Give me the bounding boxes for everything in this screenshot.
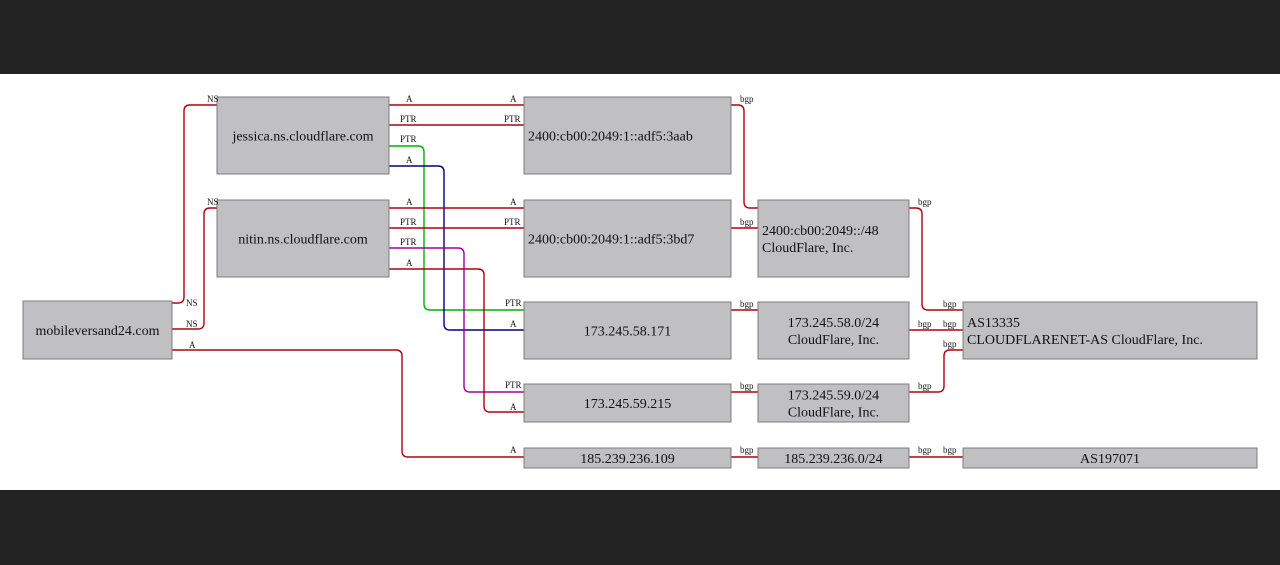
edge-label: PTR <box>400 237 417 247</box>
node-domain[interactable]: mobileversand24.com <box>22 300 173 360</box>
edge-label: bgp <box>740 299 754 309</box>
node-box <box>22 300 173 360</box>
edge-label: PTR <box>400 114 417 124</box>
edge-label: A <box>510 319 517 329</box>
node-box <box>757 447 910 469</box>
node-ip4a[interactable]: 173.245.58.171 <box>523 301 732 360</box>
edge-dom-ns1 <box>172 104 217 304</box>
node-ip6a[interactable]: 2400:cb00:2049:1::adf5:3aab <box>523 96 732 175</box>
edge-label: bgp <box>943 299 957 309</box>
node-ns2[interactable]: nitin.ns.cloudflare.com <box>216 199 390 278</box>
edge-label: bgp <box>918 445 932 455</box>
edge-label: bgp <box>918 381 932 391</box>
edge-label: PTR <box>400 217 417 227</box>
node-box <box>523 199 732 278</box>
edge-pfx6-as1 <box>909 207 963 311</box>
edge-label: bgp <box>918 197 932 207</box>
node-label: CLOUDFLARENET-AS CloudFlare, Inc. <box>967 333 1203 348</box>
node-label: CloudFlare, Inc. <box>762 241 853 256</box>
node-label: mobileversand24.com <box>35 324 159 339</box>
node-label: jessica.ns.cloudflare.com <box>231 130 373 145</box>
diagram-canvas: mobileversand24.com jessica.ns.cloudflare… <box>0 74 1280 490</box>
edge-label: PTR <box>504 114 521 124</box>
node-box <box>523 447 732 469</box>
edge-label: bgp <box>943 445 957 455</box>
edge-label: PTR <box>505 298 522 308</box>
edge-label: A <box>406 155 413 165</box>
node-label: 173.245.58.0/24 <box>788 316 879 331</box>
edge-label: bgp <box>740 381 754 391</box>
edge-label: bgp <box>918 319 932 329</box>
node-box <box>216 96 390 175</box>
edge-dom-ip4c <box>172 349 524 458</box>
node-box <box>962 447 1258 469</box>
node-label: CloudFlare, Inc. <box>788 333 879 348</box>
node-pfx4c[interactable]: 185.239.236.0/24 <box>757 447 910 469</box>
node-label: 2400:cb00:2049::/48 <box>762 224 879 239</box>
edge-label: A <box>189 340 196 350</box>
node-ip4b[interactable]: 173.245.59.215 <box>523 383 732 423</box>
node-label: AS13335 <box>967 316 1020 331</box>
node-label: 2400:cb00:2049:1::adf5:3bd7 <box>528 233 694 248</box>
edge-label: A <box>510 402 517 412</box>
network-diagram: mobileversand24.com jessica.ns.cloudflare… <box>22 94 1258 469</box>
node-box <box>523 383 732 423</box>
node-box <box>757 383 910 423</box>
node-box <box>523 96 732 175</box>
node-ip6b[interactable]: 2400:cb00:2049:1::adf5:3bd7 <box>523 199 732 278</box>
node-label: CloudFlare, Inc. <box>788 406 879 421</box>
edge-dom-ns2 <box>172 207 217 330</box>
edge-ns2-ip4b-a <box>389 268 524 413</box>
node-ns1[interactable]: jessica.ns.cloudflare.com <box>216 96 390 175</box>
edge-label: NS <box>207 94 219 104</box>
edge-label: bgp <box>740 445 754 455</box>
node-box <box>216 199 390 278</box>
edge-label: NS <box>207 197 219 207</box>
node-box <box>757 301 910 360</box>
edge-label: A <box>406 258 413 268</box>
node-label: 185.239.236.109 <box>580 452 675 467</box>
edge-label: A <box>510 197 517 207</box>
edge-label: A <box>406 94 413 104</box>
edge-label: PTR <box>505 380 522 390</box>
node-box <box>757 199 910 278</box>
node-ip4c[interactable]: 185.239.236.109 <box>523 447 732 469</box>
node-label: 173.245.58.171 <box>584 325 672 340</box>
node-label: 173.245.59.0/24 <box>788 389 879 404</box>
node-label: nitin.ns.cloudflare.com <box>238 233 368 248</box>
node-box <box>523 301 732 360</box>
edge-label: PTR <box>400 134 417 144</box>
edge-label: bgp <box>943 319 957 329</box>
edge-label: NS <box>186 319 198 329</box>
node-label: 173.245.59.215 <box>584 397 672 412</box>
node-label: 185.239.236.0/24 <box>784 452 882 467</box>
node-as2[interactable]: AS197071 <box>962 447 1258 469</box>
edge-label: A <box>510 94 517 104</box>
node-label: 2400:cb00:2049:1::adf5:3aab <box>528 130 693 145</box>
edge-pfx4b-as1 <box>909 349 963 393</box>
edge-label: bgp <box>740 217 754 227</box>
node-label: AS197071 <box>1080 452 1140 467</box>
edge-label: PTR <box>504 217 521 227</box>
edge-label: A <box>406 197 413 207</box>
edge-label: bgp <box>943 339 957 349</box>
edge-label: bgp <box>740 94 754 104</box>
node-box <box>962 301 1258 360</box>
edge-ip6a-pfx6 <box>731 104 758 209</box>
edge-ns2-ip4b-ptr <box>389 247 524 393</box>
edge-label: NS <box>186 298 198 308</box>
edge-label: A <box>510 445 517 455</box>
